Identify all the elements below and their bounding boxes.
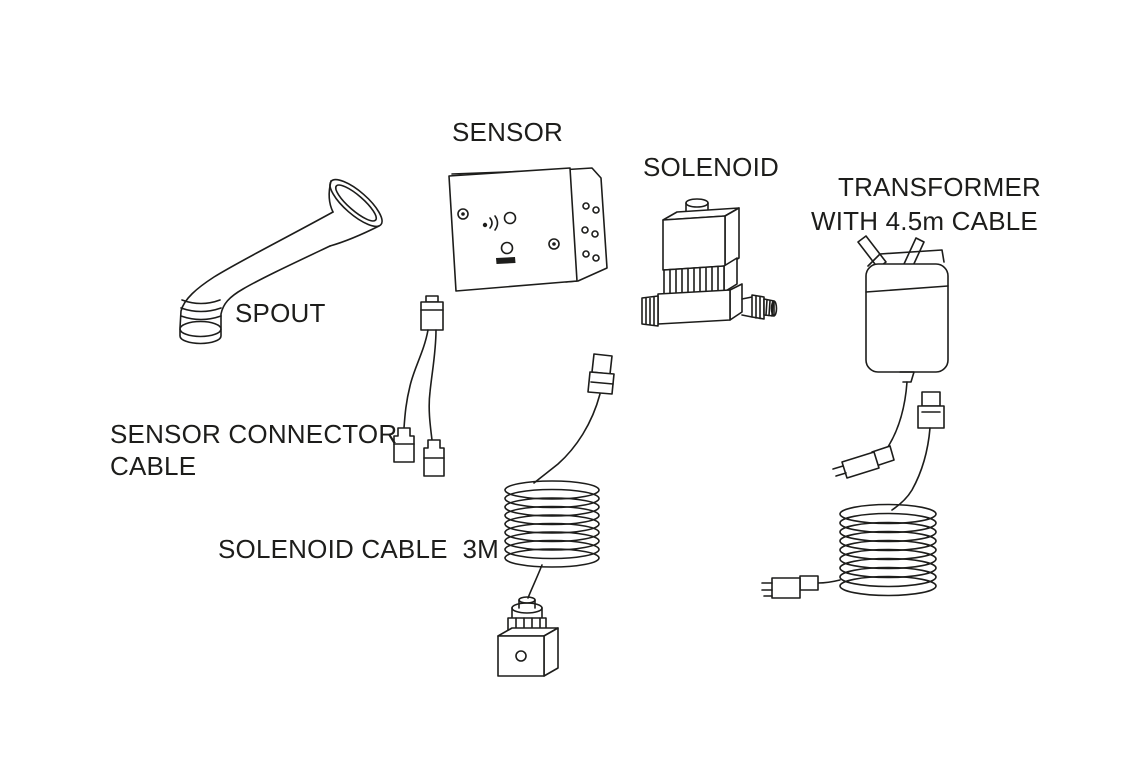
extension-cable-wire (891, 427, 931, 511)
sensor-eye (500, 241, 514, 255)
label-transformer-line2: WITH 4.5m CABLE (811, 206, 1038, 236)
sensor-drawing (448, 167, 608, 292)
transformer-cable (885, 381, 908, 451)
solenoid-cable-drawing (497, 353, 615, 677)
connector-plug (420, 301, 444, 331)
spout-drawing (179, 178, 383, 345)
label-solenoid-cable: SOLENOID CABLE 3M (218, 534, 500, 564)
solenoid-drawing (641, 198, 778, 327)
label-transformer-line1: TRANSFORMER (838, 172, 1041, 202)
sensor-front-plate (448, 167, 578, 292)
solenoid-valve-body (657, 289, 731, 325)
solenoid-cable-coil (504, 480, 600, 568)
solenoid-valve-connector (497, 596, 559, 677)
spout-bell-rim (329, 178, 383, 228)
transformer-with-cable-drawing (761, 235, 949, 599)
label-sensor-connector-cable-line1: SENSOR CONNECTOR (110, 419, 398, 449)
label-spout: SPOUT (235, 298, 326, 328)
solenoid-coil-box (662, 215, 726, 271)
transformer-body (865, 263, 949, 373)
sensor-eye (503, 211, 517, 225)
transformer-cable-coil (839, 503, 937, 597)
label-solenoid: SOLENOID (643, 152, 779, 182)
sensor-screw (457, 208, 469, 220)
sensor-slot (496, 257, 516, 264)
label-sensor: SENSOR (452, 117, 564, 147)
label-sensor-connector-cable-line2: CABLE (110, 451, 197, 481)
sensor-connector-cable-drawing (393, 295, 445, 477)
sensor-screw (548, 238, 560, 250)
